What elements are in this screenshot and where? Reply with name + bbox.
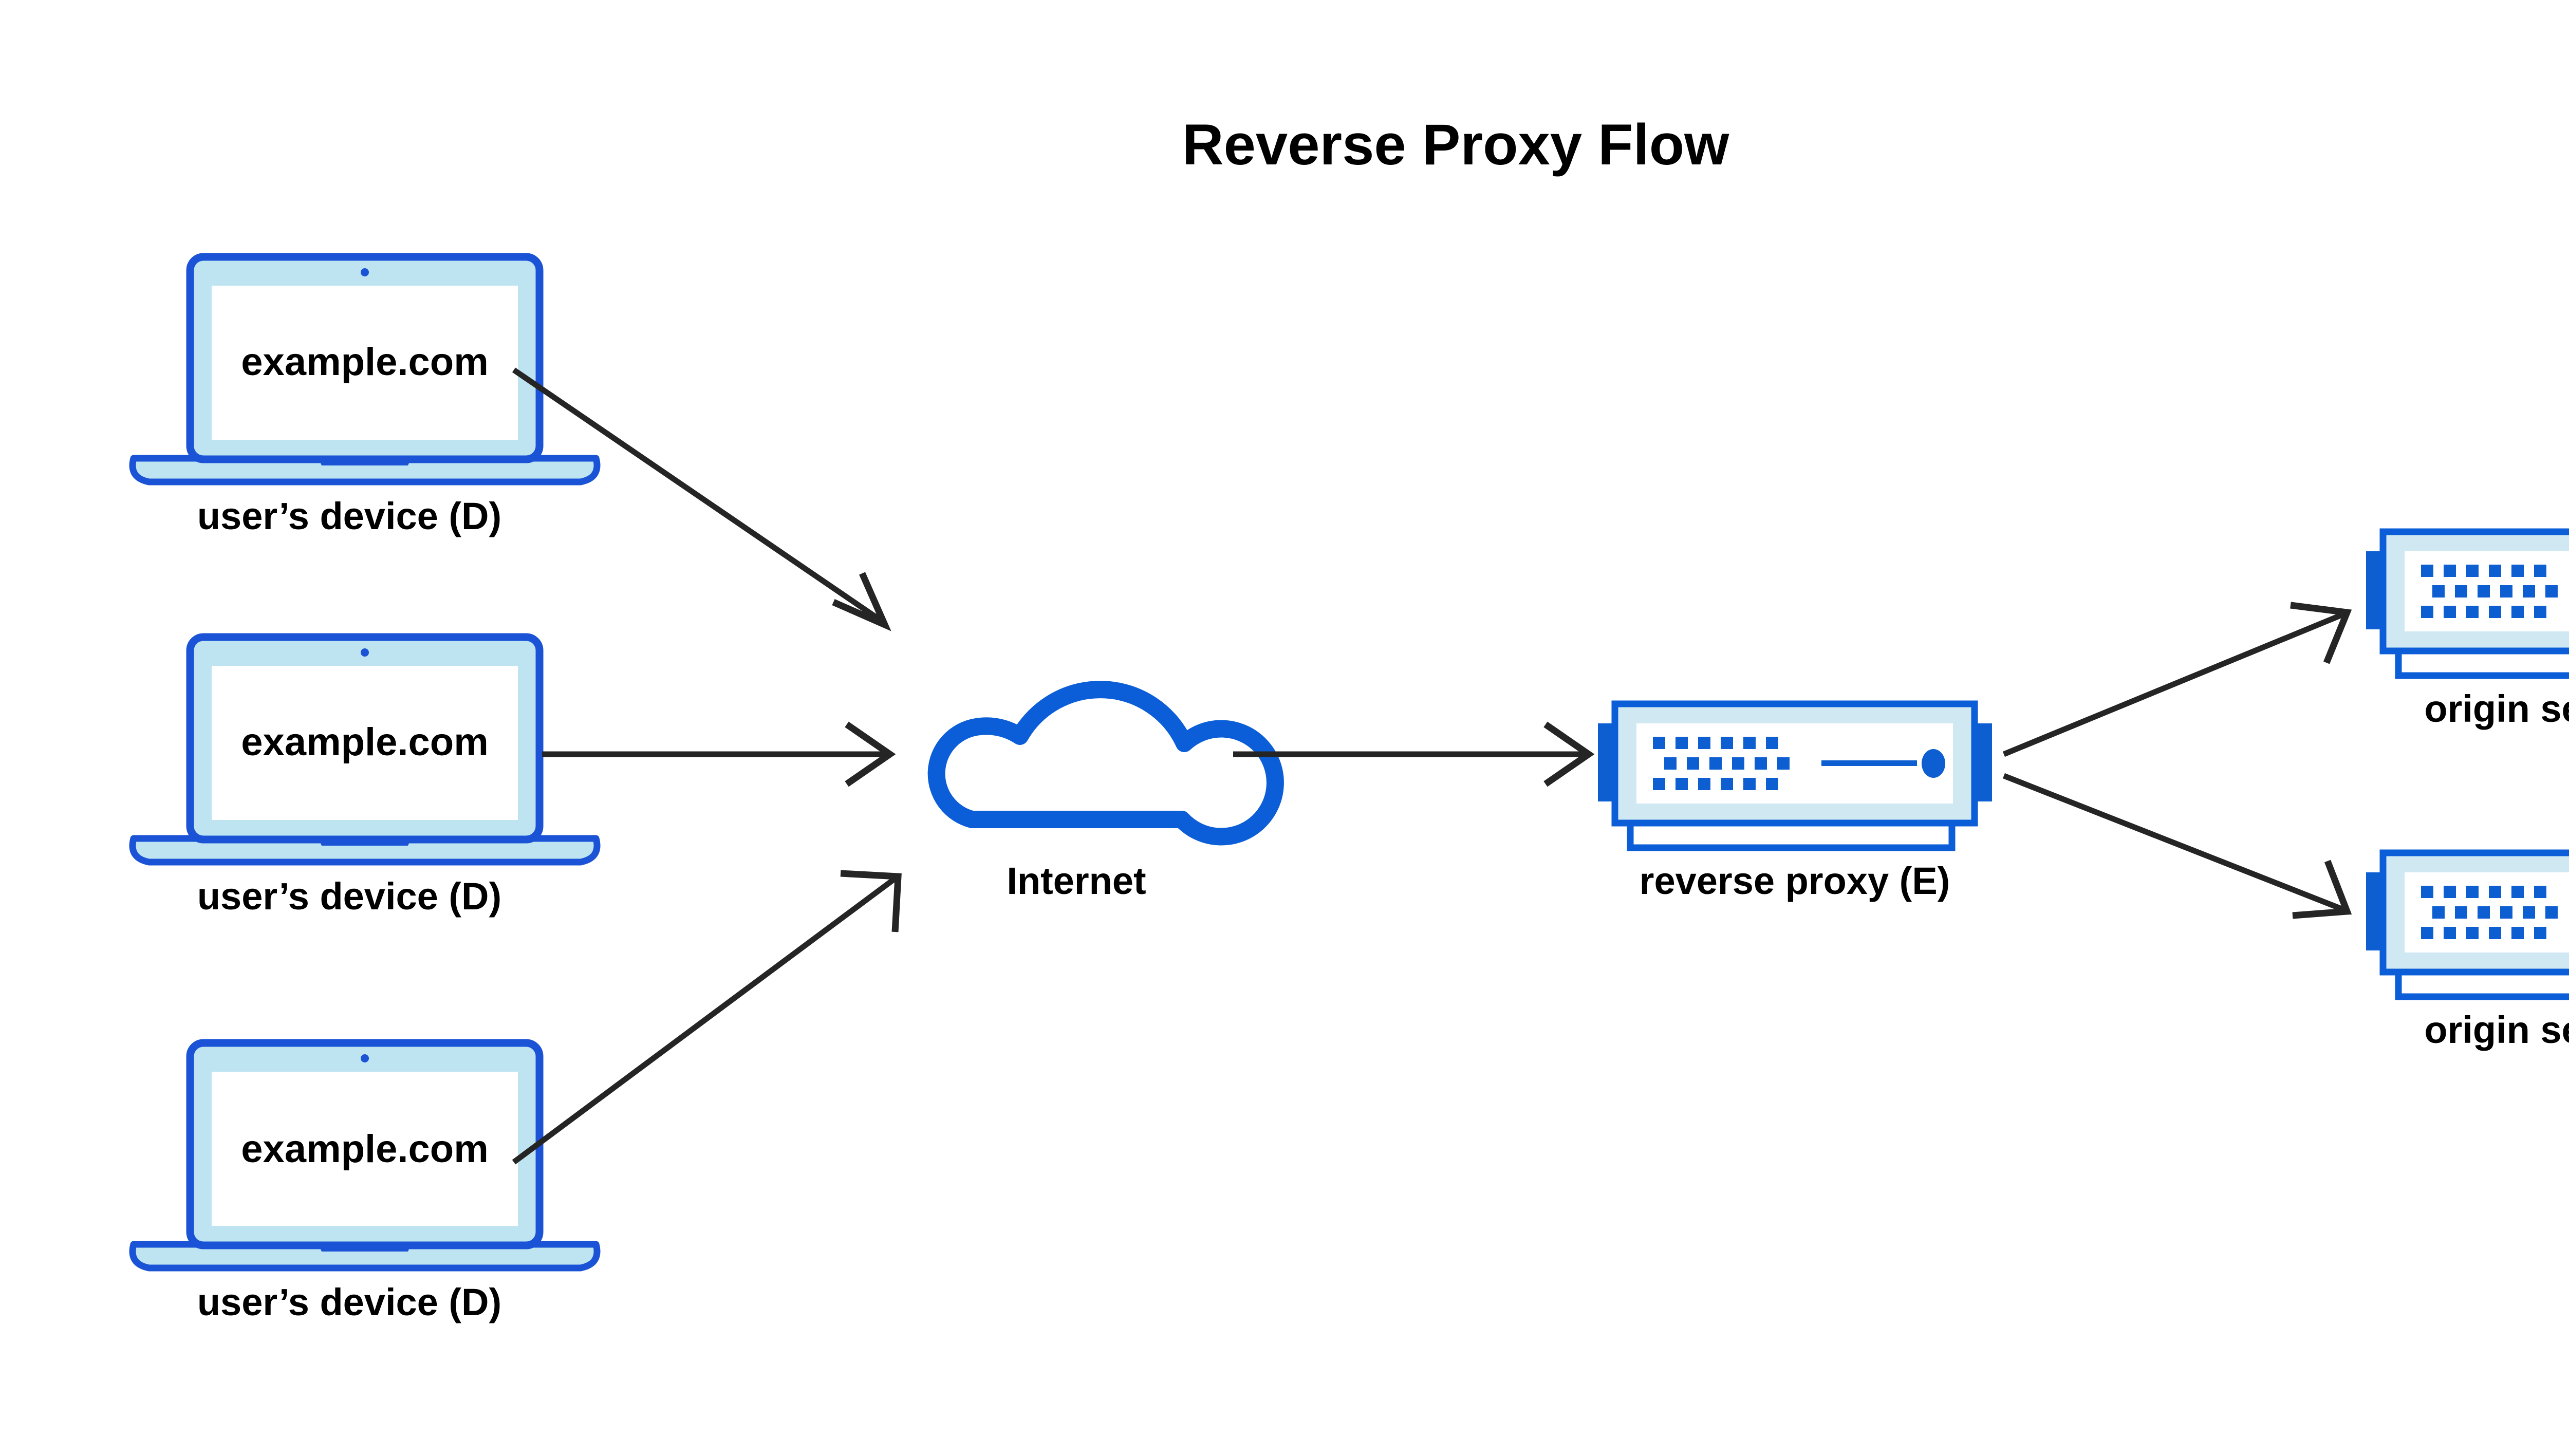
- edge-proxy-to-origin-bottom: [2002, 773, 2352, 919]
- edge-top-device-to-internet: [512, 367, 891, 631]
- node-reverse-proxy[interactable]: reverse proxy (E): [1598, 700, 1992, 902]
- edge-internet-to-proxy: [1233, 721, 1595, 787]
- cloud-shape: [927, 681, 1284, 846]
- laptop-icon: [129, 633, 601, 866]
- laptop-icon: [129, 253, 601, 486]
- node-label-internet: Internet: [1007, 860, 1146, 902]
- laptop-screen: [212, 666, 518, 820]
- laptop-screen: [212, 286, 518, 440]
- node-device-top[interactable]: example.com user’s device (D): [129, 253, 601, 537]
- node-origin-server-top[interactable]: origin server (F): [2366, 528, 2569, 730]
- server-port-grid: [2421, 886, 2558, 939]
- node-label-device-bottom: user’s device (D): [197, 1281, 501, 1323]
- node-device-middle[interactable]: example.com user’s device (D): [129, 633, 601, 918]
- node-origin-server-bottom[interactable]: origin server (F): [2366, 849, 2569, 1051]
- camera-icon: [361, 648, 369, 657]
- laptop-screen: [212, 1072, 518, 1226]
- laptop-base: [129, 835, 601, 866]
- cloud-icon: [927, 681, 1284, 846]
- laptop-screen-text: example.com: [241, 720, 489, 764]
- node-label-origin-bottom: origin server (F): [2424, 1009, 2569, 1051]
- server-icon: [2366, 849, 2569, 1000]
- page-title: Reverse Proxy Flow: [1182, 113, 1729, 177]
- camera-icon: [361, 268, 369, 276]
- server-status-line: [1821, 760, 1917, 766]
- camera-icon: [361, 1054, 369, 1062]
- server-icon: [1598, 700, 1992, 851]
- node-label-reverse-proxy: reverse proxy (E): [1640, 860, 1950, 902]
- edge-middle-device-to-internet: [542, 721, 896, 787]
- server-port-grid: [1653, 737, 1790, 790]
- node-label-device-top: user’s device (D): [197, 495, 501, 537]
- laptop-screen-text: example.com: [241, 1127, 489, 1171]
- node-device-bottom[interactable]: example.com user’s device (D): [129, 1039, 601, 1323]
- node-internet-cloud[interactable]: Internet: [927, 681, 1284, 902]
- laptop-screen-text: example.com: [241, 340, 489, 384]
- edge-proxy-to-origin-top: [2002, 602, 2352, 757]
- server-port-grid: [2421, 565, 2558, 618]
- edge-bottom-device-to-internet: [512, 870, 902, 1165]
- node-label-origin-top: origin server (F): [2424, 687, 2569, 730]
- server-led-icon: [1922, 749, 1945, 778]
- node-label-device-middle: user’s device (D): [197, 875, 501, 918]
- laptop-base: [129, 1241, 601, 1272]
- laptop-base: [129, 455, 601, 486]
- server-icon: [2366, 528, 2569, 679]
- laptop-icon: [129, 1039, 601, 1272]
